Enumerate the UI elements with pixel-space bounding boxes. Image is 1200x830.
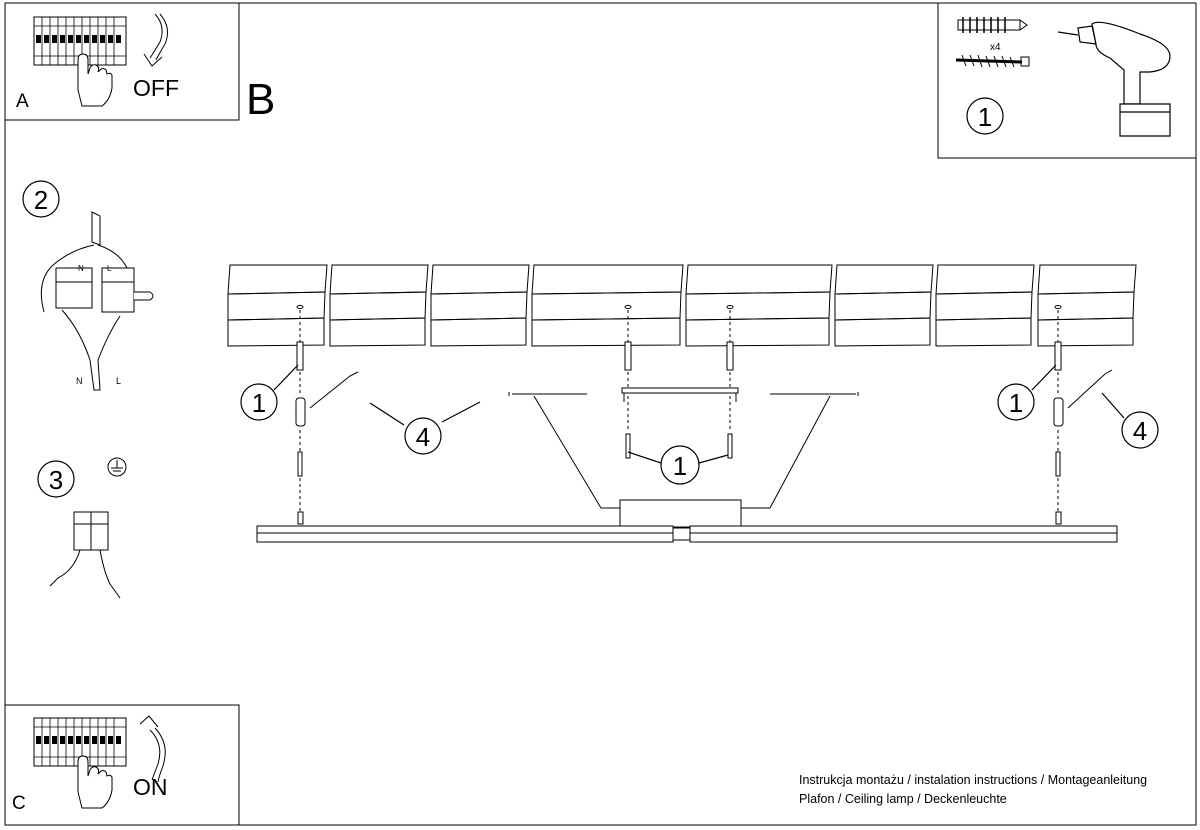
page-frame <box>4 2 1197 826</box>
neutral-label-top: N <box>78 264 84 273</box>
panel-a-label: A <box>16 91 29 112</box>
step-1-badge <box>966 97 1004 135</box>
screw-icon <box>625 433 631 459</box>
on-label: ON <box>133 774 168 800</box>
lamp-canopy <box>619 499 742 528</box>
tools-step-number: 1 <box>978 102 992 132</box>
neutral-label: N <box>76 376 83 386</box>
screw-icon <box>955 54 1030 68</box>
cable-clamp <box>295 397 306 427</box>
lamp <box>256 387 1118 543</box>
step-3-number: 3 <box>49 465 63 495</box>
panel-c: C ON <box>4 704 240 826</box>
callouts <box>240 364 1159 485</box>
ceiling-panel <box>834 264 934 347</box>
ceiling-panel <box>1037 264 1137 347</box>
ceiling-panel <box>227 264 328 347</box>
wall-plug-icon <box>296 341 304 371</box>
step-3-ground: 3 <box>37 457 127 599</box>
callout-cable-left: 4 <box>416 422 430 452</box>
callout-screw-right: 1 <box>1009 388 1023 418</box>
socket <box>297 511 304 525</box>
screw-icon <box>1055 451 1061 477</box>
terminal-block-icon <box>40 211 154 391</box>
screw-icon <box>727 433 733 459</box>
lamp-bar-left <box>256 525 674 543</box>
ceiling-panel <box>935 264 1035 347</box>
cable-clamp <box>1053 397 1064 427</box>
tools-panel: x4 1 <box>937 2 1197 159</box>
callout-screw-left: 1 <box>252 388 266 418</box>
off-label: OFF <box>133 75 179 101</box>
wall-plug-icon <box>1054 341 1062 371</box>
footer-line-1: Instrukcja montażu / instalation instruc… <box>799 773 1148 787</box>
cables <box>309 369 1113 409</box>
panel-a: A OFF <box>4 2 240 121</box>
ceiling-panel <box>531 264 684 347</box>
step-2-wiring: 2 N L N L <box>22 180 154 391</box>
step-2-number: 2 <box>34 185 48 215</box>
panel-b-label: B <box>246 75 275 124</box>
lamp-bar-right <box>689 525 1118 543</box>
wall-plug-icon <box>624 341 632 371</box>
panel-c-label: C <box>12 793 26 814</box>
live-label: L <box>116 376 121 386</box>
ceiling-panel <box>329 264 429 347</box>
callout-cable-right: 4 <box>1133 416 1147 446</box>
ground-symbol-icon <box>107 457 127 477</box>
screw-icon <box>297 451 303 477</box>
ceiling <box>227 264 1137 347</box>
footer: Instrukcja montażu / instalation instruc… <box>799 771 1147 809</box>
lamp-joint <box>672 527 691 541</box>
ceiling-panel <box>430 264 530 347</box>
ground-terminal-icon <box>49 511 121 599</box>
ceiling-panel <box>685 264 833 347</box>
drill-icon <box>1057 21 1171 137</box>
wall-plug-icon <box>957 17 1028 33</box>
callout-screw-center: 1 <box>673 451 687 481</box>
arrow-down-icon <box>143 13 169 67</box>
quantity-label: x4 <box>990 42 1001 53</box>
socket <box>1055 511 1062 525</box>
live-label-top: L <box>107 264 112 273</box>
arrow-up-icon <box>139 715 166 783</box>
mounting-bracket <box>621 387 739 394</box>
footer-line-2: Plafon / Ceiling lamp / Deckenleuchte <box>799 792 1007 806</box>
mount-hardware <box>295 305 1064 525</box>
wall-plug-icon <box>726 341 734 371</box>
